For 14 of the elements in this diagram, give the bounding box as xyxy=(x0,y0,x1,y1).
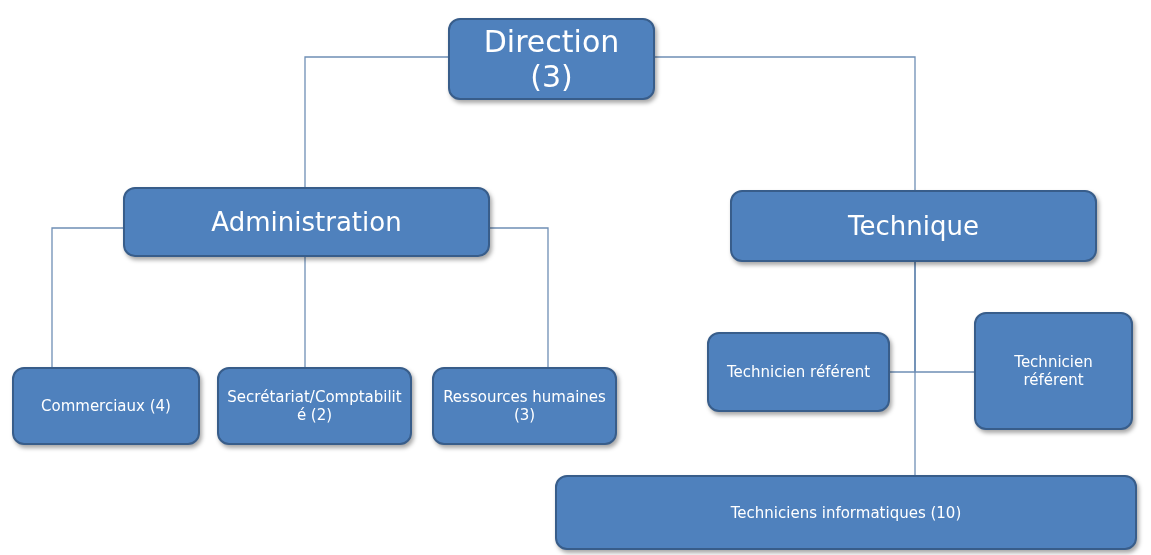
team-box: Techniciens informatiques (10) xyxy=(555,475,1137,550)
connector-line xyxy=(654,56,916,191)
top-box: Direction (3) xyxy=(448,18,655,100)
department-box: Technique xyxy=(730,190,1097,262)
team-box: Secrétariat/Comptabilité (2) xyxy=(217,367,412,445)
team-box: Commerciaux (4) xyxy=(12,367,200,445)
connector-line xyxy=(304,256,306,368)
connector-line xyxy=(51,227,124,368)
connector-line xyxy=(304,56,449,188)
team-box: Ressources humaines (3) xyxy=(432,367,617,445)
team-box: Technicien référent xyxy=(974,312,1133,430)
department-box: Administration xyxy=(123,187,490,257)
team-box: Technicien référent xyxy=(707,332,890,412)
connector-line xyxy=(914,261,916,476)
